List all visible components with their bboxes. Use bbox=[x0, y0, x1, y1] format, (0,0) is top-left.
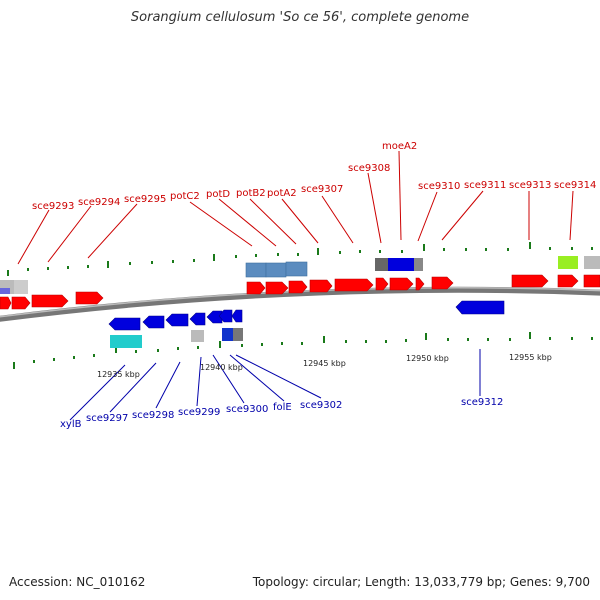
gene-arrow bbox=[511, 274, 549, 288]
feature-box bbox=[222, 328, 233, 341]
gene-label-potA2: potA2 bbox=[267, 188, 297, 199]
accession-text: Accession: NC_010162 bbox=[9, 575, 146, 589]
gene-label-folE: folE bbox=[273, 402, 292, 413]
gene-arrow bbox=[265, 281, 289, 295]
forward-features bbox=[0, 256, 600, 294]
gene-label-potC2: potC2 bbox=[170, 191, 200, 202]
kbp-label: 12935 kbp bbox=[97, 370, 140, 379]
gene-label-sce9314: sce9314 bbox=[554, 180, 596, 191]
feature-box bbox=[14, 280, 28, 294]
gene-arrow bbox=[455, 300, 505, 315]
feature-box bbox=[265, 262, 287, 278]
gene-label-potB2: potB2 bbox=[236, 188, 266, 199]
feature-box bbox=[388, 258, 414, 271]
feature-box bbox=[584, 256, 600, 269]
gene-arrow bbox=[334, 278, 374, 292]
gene-arrow bbox=[415, 277, 425, 291]
gene-label-sce9293: sce9293 bbox=[32, 201, 74, 212]
gene-arrow bbox=[0, 296, 12, 310]
gene-arrow bbox=[31, 294, 69, 308]
gene-label-sce9307: sce9307 bbox=[301, 184, 343, 195]
gene-label-sce9294: sce9294 bbox=[78, 197, 120, 208]
gene-arrow bbox=[11, 296, 31, 310]
reverse-features bbox=[110, 328, 243, 348]
gene-arrow bbox=[288, 280, 308, 294]
gene-label-potD: potD bbox=[206, 189, 230, 200]
lower-leaders bbox=[69, 349, 481, 421]
gene-arrow bbox=[389, 277, 414, 291]
gene-arrow bbox=[309, 279, 333, 293]
gene-arrow bbox=[246, 281, 266, 295]
upper-labels: sce9293 sce9294 sce9295 potC2 potD potB2… bbox=[32, 141, 596, 212]
gene-arrow bbox=[108, 317, 141, 331]
gene-arrow bbox=[165, 313, 189, 327]
feature-box bbox=[233, 328, 243, 341]
feature-box bbox=[558, 256, 578, 269]
gene-arrow bbox=[375, 277, 389, 291]
lower-labels: xylB sce9297 sce9298 sce9299 sce9300 fol… bbox=[60, 397, 503, 430]
gene-arrow bbox=[218, 309, 233, 323]
gene-label-sce9298: sce9298 bbox=[132, 410, 174, 421]
gene-arrow bbox=[142, 315, 165, 329]
gene-label-moeA2: moeA2 bbox=[382, 141, 417, 152]
gene-label-sce9310: sce9310 bbox=[418, 181, 460, 192]
upper-ticks bbox=[7, 242, 593, 276]
kbp-label: 12950 kbp bbox=[406, 354, 449, 363]
feature-box bbox=[375, 258, 388, 271]
gene-label-sce9297: sce9297 bbox=[86, 413, 128, 424]
gene-label-sce9299: sce9299 bbox=[178, 407, 220, 418]
gene-label-sce9312: sce9312 bbox=[461, 397, 503, 408]
topology-text: Topology: circular; Length: 13,033,779 b… bbox=[252, 575, 590, 589]
kbp-labels: 12935 kbp 12940 kbp 12945 kbp 12950 kbp … bbox=[97, 353, 552, 379]
gene-arrow bbox=[231, 309, 243, 323]
gene-arrow bbox=[206, 310, 223, 324]
feature-box bbox=[0, 288, 10, 294]
gene-arrow bbox=[75, 291, 104, 305]
feature-box bbox=[191, 330, 204, 342]
reverse-genes bbox=[108, 300, 505, 331]
kbp-label: 12945 kbp bbox=[303, 359, 346, 368]
gene-arrow bbox=[189, 312, 206, 326]
feature-box bbox=[110, 335, 142, 348]
gene-label-sce9311: sce9311 bbox=[464, 180, 506, 191]
gene-label-xylB: xylB bbox=[60, 419, 82, 430]
gene-label-sce9308: sce9308 bbox=[348, 163, 390, 174]
gene-label-sce9313: sce9313 bbox=[509, 180, 551, 191]
kbp-label: 12940 kbp bbox=[200, 363, 243, 372]
gene-arrow bbox=[557, 274, 579, 288]
forward-genes bbox=[0, 274, 600, 310]
feature-box bbox=[285, 261, 308, 277]
gene-label-sce9295: sce9295 bbox=[124, 194, 166, 205]
gene-label-sce9300: sce9300 bbox=[226, 404, 268, 415]
feature-box bbox=[245, 262, 267, 278]
map-title: Sorangium cellulosum 'So ce 56', complet… bbox=[130, 10, 470, 25]
gene-arrow bbox=[583, 274, 600, 288]
feature-box bbox=[414, 258, 423, 271]
gene-label-sce9302: sce9302 bbox=[300, 400, 342, 411]
upper-leaders bbox=[17, 150, 574, 265]
kbp-label: 12955 kbp bbox=[509, 353, 552, 362]
gene-arrow bbox=[431, 276, 454, 290]
